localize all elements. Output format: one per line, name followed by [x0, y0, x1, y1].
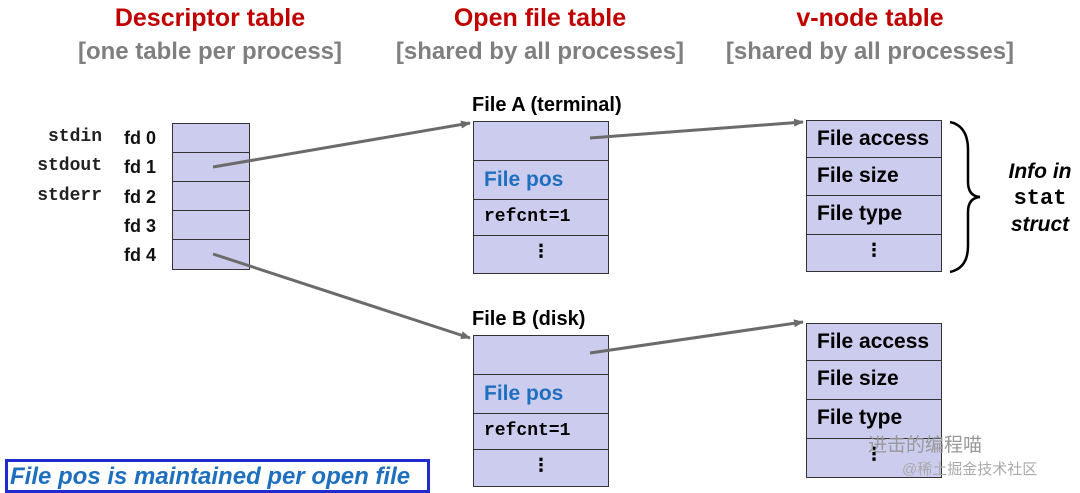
vnode-table-subtitle: [shared by all processes] — [725, 38, 1015, 65]
descriptor-table-title: Descriptor table — [114, 4, 306, 32]
fd-1-cell — [172, 152, 250, 182]
file-b-refcnt: refcnt=1 — [473, 413, 609, 450]
vnode-a: File access File size File type ⋮ — [806, 120, 942, 272]
fd-4-cell — [172, 239, 250, 270]
stat-info-line2: stat — [1013, 186, 1067, 211]
file-b-entry: File pos refcnt=1 ⋮ — [473, 335, 609, 487]
fd-1-label: fd 1 — [124, 157, 157, 177]
file-a-to-vnode-arrow — [589, 118, 804, 140]
fd-3-cell — [172, 210, 250, 240]
stat-info-note: Info in stat struct — [1000, 160, 1080, 237]
fd-0-cell — [172, 123, 250, 153]
vnode-b: File access File size File type ⋮ — [806, 323, 942, 478]
stat-brace — [949, 120, 981, 274]
descriptor-table-subtitle: [one table per process] — [77, 38, 343, 65]
watermark-line1: 进击的编程喵 — [868, 435, 983, 456]
fd-3-label: fd 3 — [124, 216, 157, 236]
file-a-pos: File pos — [473, 160, 609, 200]
fd-4-label: fd 4 — [124, 245, 157, 265]
stat-info-line1: Info in — [1008, 160, 1072, 183]
file-a-flags-cell — [473, 121, 609, 161]
file-b-flags-cell — [473, 335, 609, 375]
stdin-label: stdin — [47, 127, 102, 147]
open-file-table-title: Open file table — [453, 4, 627, 32]
fd4-to-file-b-arrow — [212, 252, 471, 340]
file-a-refcnt: refcnt=1 — [473, 199, 609, 236]
vnode-a-file-size: File size — [806, 157, 942, 196]
vnode-b-file-access: File access — [806, 323, 942, 361]
file-a-title: File A (terminal) — [472, 94, 622, 116]
vnode-b-more: ⋮ — [806, 438, 942, 478]
file-a-more: ⋮ — [473, 235, 609, 274]
file-b-pos: File pos — [473, 374, 609, 414]
fd-0-label: fd 0 — [124, 128, 157, 148]
file-b-title: File B (disk) — [472, 308, 586, 330]
file-pos-note: File pos is maintained per open file — [5, 459, 430, 493]
file-b-to-vnode-arrow — [589, 319, 804, 355]
stat-info-line3: struct — [1010, 213, 1070, 236]
fd-2-label: fd 2 — [124, 187, 157, 207]
stdout-label: stdout — [37, 156, 102, 176]
vnode-a-file-type: File type — [806, 195, 942, 235]
watermark-line2: @稀土掘金技术社区 — [902, 461, 1038, 478]
vnode-b-file-size: File size — [806, 360, 942, 400]
vnode-table-title: v-node table — [796, 4, 944, 32]
file-b-more: ⋮ — [473, 449, 609, 487]
stderr-label: stderr — [37, 186, 102, 206]
vnode-a-more: ⋮ — [806, 234, 942, 272]
file-a-entry: File pos refcnt=1 ⋮ — [473, 121, 609, 274]
open-file-table-subtitle: [shared by all processes] — [395, 38, 685, 65]
vnode-a-file-access: File access — [806, 120, 942, 158]
fd1-to-file-a-arrow — [212, 120, 471, 169]
